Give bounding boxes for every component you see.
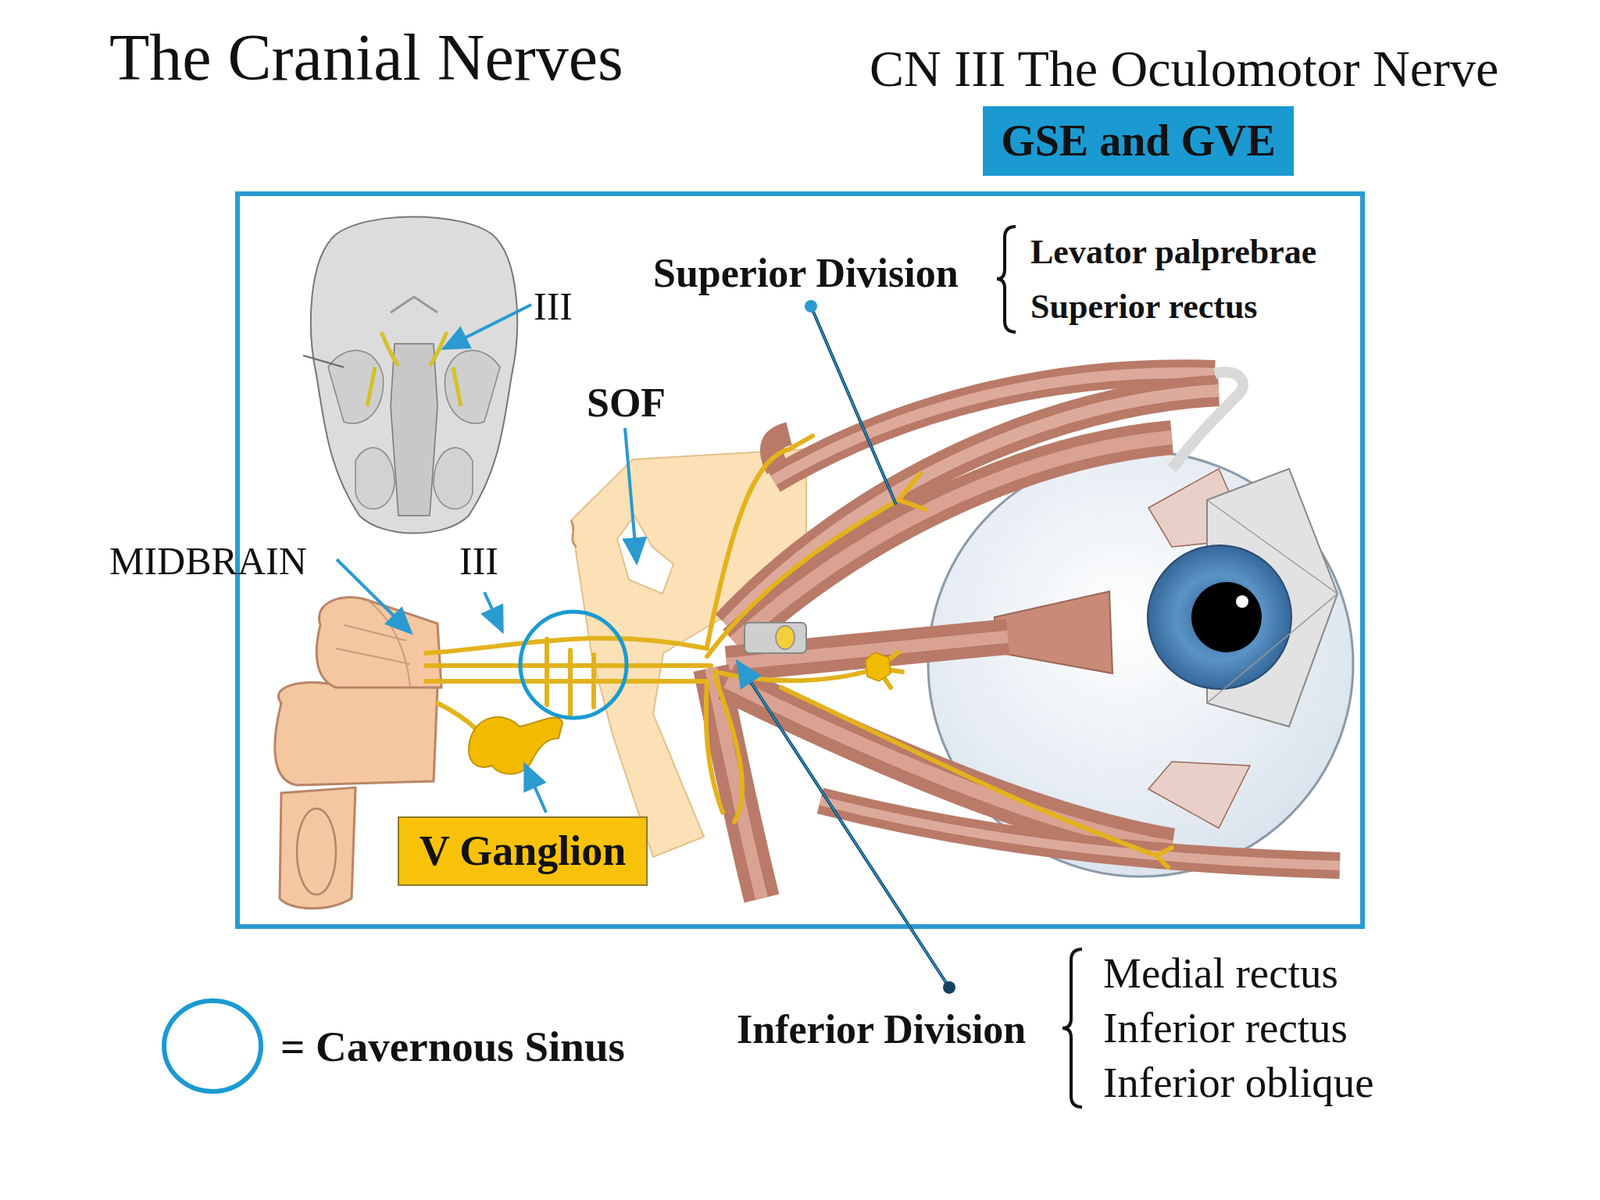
nerves <box>425 435 1172 868</box>
leader-dot <box>942 981 956 994</box>
foramen-label: SOF <box>586 379 666 427</box>
category-box: GSE and GVE <box>982 106 1294 176</box>
frame <box>237 193 1363 927</box>
nerve-label: III <box>459 539 499 585</box>
bracket <box>1062 949 1083 1108</box>
muscle-label: Superior rectus <box>1030 287 1258 328</box>
bracket <box>996 226 1016 333</box>
cavernous-sinus-circle <box>520 611 627 718</box>
legend-sample-circle <box>164 1000 261 1092</box>
page-title: The Cranial Nerves <box>109 20 624 97</box>
muscle-label: Inferior oblique <box>1103 1057 1375 1108</box>
ganglion-box: V Ganglion <box>397 816 648 886</box>
division-label: Inferior Division <box>736 1006 1026 1054</box>
leader-dot <box>804 300 818 313</box>
nerve-label: III <box>533 284 573 330</box>
muscle-label: Medial rectus <box>1103 948 1339 998</box>
trigeminal-ganglion <box>468 717 563 775</box>
division-label: Superior Division <box>653 250 959 297</box>
optic-canal <box>744 622 807 654</box>
muscle-label: Levator palprebrae <box>1030 232 1317 273</box>
leader-line <box>742 668 950 988</box>
box-text: V Ganglion <box>419 828 627 875</box>
extraocular-muscles <box>710 371 1340 899</box>
legend-text: = Cavernous Sinus <box>280 1021 625 1072</box>
muscle-label: Inferior rectus <box>1103 1003 1348 1053</box>
leader-line <box>737 661 950 988</box>
leader-line <box>810 306 897 505</box>
box-text: GSE and GVE <box>1000 117 1276 166</box>
brain-inset <box>303 217 518 534</box>
subtitle: CN III The Oculomotor Nerve <box>869 39 1499 99</box>
orbital-bone <box>571 449 807 858</box>
leader-line <box>810 306 897 505</box>
ciliary-ganglion <box>865 652 891 682</box>
structure-label: MIDBRAIN <box>109 539 308 585</box>
